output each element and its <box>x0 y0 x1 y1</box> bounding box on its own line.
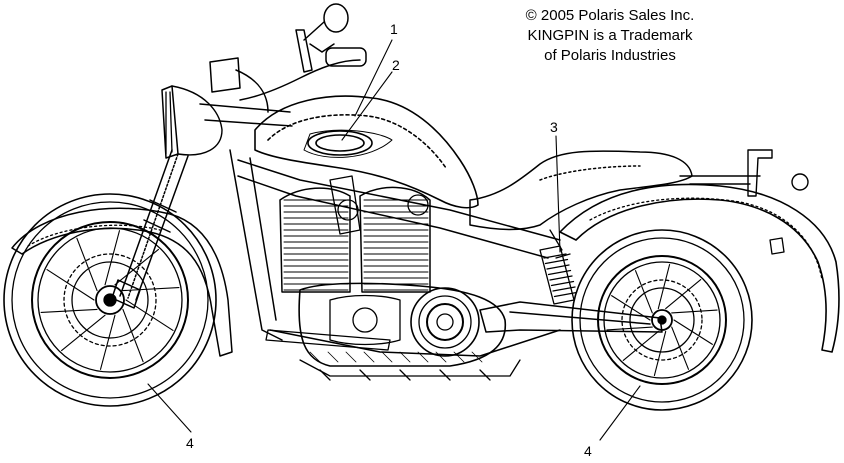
front-fender <box>11 207 233 357</box>
tail-light <box>679 149 809 197</box>
engine <box>265 175 521 381</box>
trademark-line: KINGPIN is a Trademark <box>527 27 693 44</box>
headlight <box>161 85 223 159</box>
callout-4-front: 4 <box>186 435 194 451</box>
rear-fender <box>559 183 840 353</box>
trademark-owner-line: of Polaris Industries <box>544 47 676 64</box>
callout-4-rear: 4 <box>584 443 592 459</box>
leader-lines <box>147 39 641 441</box>
seat <box>469 150 693 231</box>
callout-2: 2 <box>392 57 400 73</box>
rear-wheel <box>571 229 753 411</box>
callout-1: 1 <box>390 21 398 37</box>
frame <box>229 149 561 357</box>
fuel-tank <box>254 95 479 209</box>
copyright-line: © 2005 Polaris Sales Inc. <box>525 7 695 24</box>
rear-shock <box>539 229 578 305</box>
callout-3: 3 <box>550 119 558 135</box>
swingarm <box>479 301 663 333</box>
handlebars <box>199 3 367 127</box>
copyright-notice: © 2005 Polaris Sales Inc. KINGPIN is a T… <box>500 6 720 66</box>
front-wheel <box>3 193 217 407</box>
front-fork <box>111 149 189 309</box>
